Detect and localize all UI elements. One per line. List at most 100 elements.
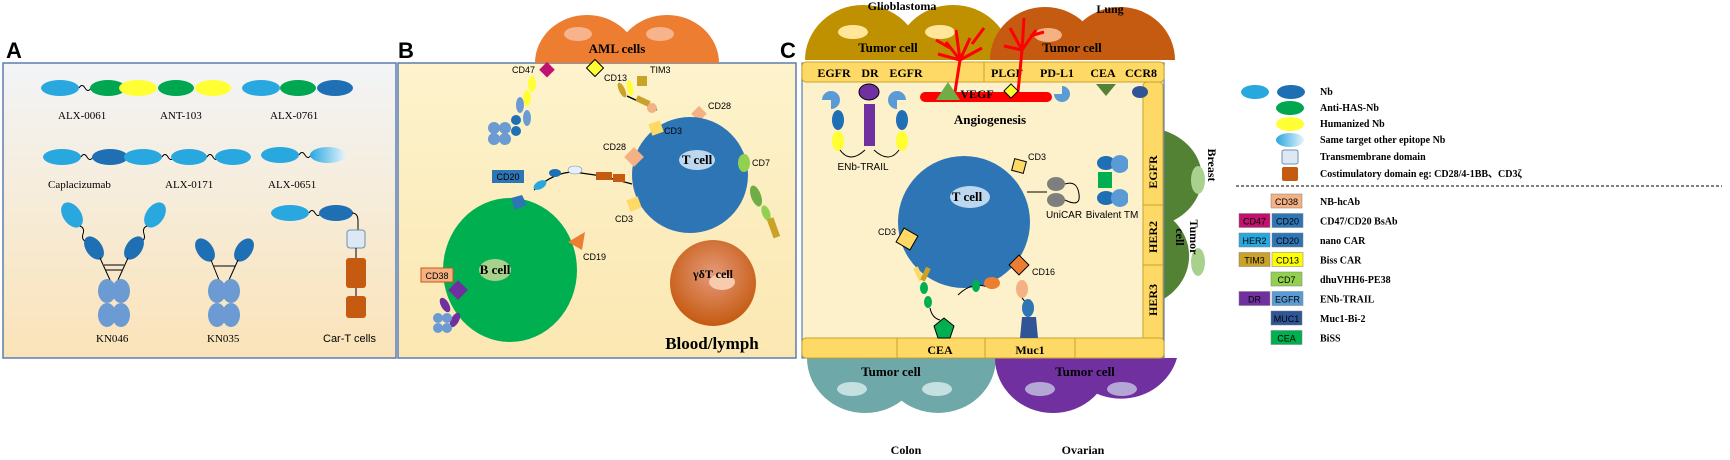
- cd47-cd20-bsab: [488, 61, 555, 145]
- cd3-low-marker: [626, 196, 642, 212]
- breast-tumor-label: Tumor: [1187, 220, 1201, 256]
- legend-nb-swatch-1: [1241, 85, 1269, 99]
- legend-tag-label: CD20: [1276, 236, 1299, 246]
- alx-0761-label: ALX-0761: [270, 110, 318, 122]
- alx-0061-format: [41, 80, 126, 96]
- legend-nb: Nb: [1320, 87, 1333, 98]
- legend-costim-swatch: [1282, 167, 1298, 181]
- vegf-label: VEGF: [960, 87, 993, 101]
- legend-humanized-swatch: [1276, 117, 1304, 131]
- cd20-label: CD20: [496, 172, 519, 182]
- cd3-low-label: CD3: [615, 214, 633, 224]
- caplacizumab-format: [43, 149, 128, 165]
- glioblastoma-tumor-cell-label: Tumor cell: [858, 40, 918, 55]
- aml-cells: [535, 15, 719, 63]
- legend-bottom-label: nano CAR: [1320, 236, 1366, 247]
- legend-tm-swatch: [1281, 149, 1299, 165]
- cd28-top-label: CD28: [708, 101, 731, 111]
- legend-bottom-label: CD47/CD20 BsAb: [1320, 217, 1398, 228]
- lung-cell-2: [1065, 7, 1175, 60]
- gdt-cell-label: γδT cell: [692, 267, 734, 281]
- breast-cell-1: [1162, 130, 1202, 225]
- pdl1-label: PD-L1: [1040, 66, 1074, 80]
- biss-car: [617, 80, 658, 113]
- tim3-label: TIM3: [650, 65, 671, 75]
- cd3-mid-label: CD3: [664, 126, 682, 136]
- cd13-label: CD13: [604, 73, 627, 83]
- cd19-marker: [568, 232, 585, 250]
- angiogenesis-label: Angiogenesis: [954, 112, 1026, 127]
- breast-cell-label: cell: [1173, 228, 1187, 246]
- cd19-label: CD19: [583, 252, 606, 262]
- legend: Nb Anti-HAS-Nb Humanized Nb Same target …: [1236, 85, 1722, 345]
- t-cell-b-label: T cell: [682, 152, 713, 167]
- legend-tag-cd7: [1270, 271, 1303, 287]
- dr-label: DR: [861, 66, 879, 80]
- legend-tag-muc1: [1270, 310, 1303, 326]
- her2-label: HER2: [1146, 221, 1160, 253]
- kn046-format: [61, 202, 166, 327]
- cd3-a-marker: [1011, 158, 1027, 174]
- enb-trail: [822, 83, 908, 158]
- legend-humanized: Humanized Nb: [1320, 119, 1385, 130]
- alx-0761-format: [242, 80, 353, 96]
- car-t-format: [271, 205, 366, 318]
- ccr8-receptor: [1132, 86, 1148, 98]
- ovarian-label: Ovarian: [1062, 443, 1105, 457]
- legend-tag-cd47: [1238, 213, 1271, 228]
- legend-tag-label: CD20: [1276, 217, 1299, 227]
- cd7-construct: [738, 154, 781, 239]
- legend-tag-cd38: [1270, 193, 1303, 209]
- cd38-marker: [448, 280, 468, 300]
- b-cell-label: B cell: [480, 262, 511, 277]
- bivalent-tm: [1097, 155, 1128, 208]
- panel-a-letter: A: [6, 38, 22, 63]
- legend-bottom-label: BiSS: [1320, 334, 1341, 345]
- kn046-label: KN046: [96, 333, 129, 345]
- legend-tag-label: CD13: [1276, 256, 1299, 266]
- cd20-tag: [492, 170, 524, 183]
- legend-tm: Transmembrane domain: [1320, 152, 1426, 163]
- legend-tag-label: HER2: [1242, 236, 1266, 246]
- cd3-b-marker: [895, 227, 919, 251]
- alx-0061-label: ALX-0061: [58, 110, 106, 122]
- nano-car: [533, 165, 633, 191]
- panel-c-letter: C: [780, 38, 796, 63]
- plgf-marker: [1003, 83, 1019, 99]
- legend-tag-cea: [1270, 330, 1303, 345]
- egfr2-label: EGFR: [889, 66, 923, 80]
- legend-tag-egfr: [1271, 291, 1304, 306]
- ant-103-label: ANT-103: [160, 110, 202, 122]
- cea-bottom-label: CEA: [927, 343, 953, 357]
- breast-label: Breast: [1205, 148, 1219, 181]
- colon-tumor-cell-label: Tumor cell: [861, 364, 921, 379]
- legend-tag-label: CD7: [1277, 275, 1295, 285]
- aml-cells-label: AML cells: [589, 41, 646, 56]
- legend-tag-her2: [1238, 232, 1271, 248]
- bottom-membrane: [801, 337, 1165, 359]
- legend-tag-cd20: [1271, 213, 1304, 228]
- cd28-left-label: CD28: [603, 142, 626, 152]
- legend-anti-has: Anti-HAS-Nb: [1320, 103, 1379, 114]
- alx-0651-format: [261, 147, 346, 163]
- panel-b: B AML cells CD47 CD13 TIM3: [397, 15, 797, 359]
- kn035-format: [195, 238, 254, 327]
- egfr-side-label: EGFR: [1146, 155, 1160, 189]
- ovarian-cell-2: [1065, 358, 1177, 399]
- legend-bottom-label: Muc1-Bi-2: [1320, 314, 1366, 325]
- ccr8-label: CCR8: [1125, 66, 1157, 80]
- her3-label: HER3: [1146, 284, 1160, 316]
- cd38-label: CD38: [425, 271, 448, 281]
- legend-nb-swatch-2: [1277, 85, 1305, 99]
- legend-bottom-label: Biss CAR: [1320, 256, 1362, 267]
- tim3-marker: [637, 76, 647, 86]
- muc1-label: Muc1: [1015, 343, 1044, 357]
- legend-anti-has-swatch: [1276, 101, 1304, 115]
- cd16-marker: [1008, 254, 1030, 276]
- legend-tag-label: CD38: [1275, 197, 1298, 207]
- lung-label: Lung: [1096, 2, 1123, 16]
- legend-tag-label: EGFR: [1275, 295, 1301, 305]
- cd20-marker: [511, 195, 527, 210]
